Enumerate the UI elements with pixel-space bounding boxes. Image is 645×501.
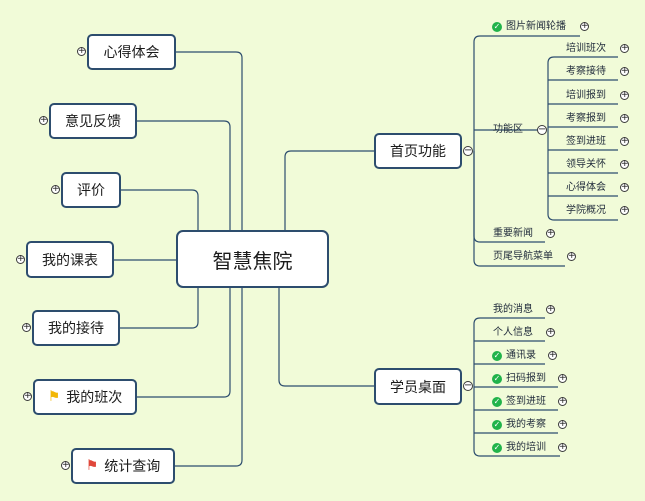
topic-my-class[interactable]: ⚑ 我的班次 — [33, 379, 137, 415]
function-item[interactable]: 培训报到 — [566, 90, 606, 101]
topic-label: 评价 — [77, 183, 105, 199]
desk-item[interactable]: ✓ 扫码报到 — [492, 373, 546, 384]
topic-feedback[interactable]: 意见反馈 — [49, 103, 137, 139]
topic-reception[interactable]: 我的接待 — [32, 310, 120, 346]
topic-label: 统计查询 — [104, 459, 161, 475]
expand-icon[interactable]: + — [558, 396, 567, 406]
subtopic-label: 图片新闻轮播 — [506, 21, 566, 32]
function-item[interactable]: 心得体会 — [566, 182, 606, 193]
expand-icon[interactable]: + — [39, 115, 48, 125]
expand-icon[interactable]: + — [620, 113, 629, 123]
collapse-icon[interactable]: − — [463, 380, 473, 391]
function-item[interactable]: 培训班次 — [566, 43, 606, 54]
topic-xinde[interactable]: 心得体会 — [87, 34, 176, 70]
expand-icon[interactable]: + — [51, 184, 60, 194]
subtopic-news-carousel[interactable]: ✓ 图片新闻轮播 — [492, 19, 566, 35]
subtopic-function-area[interactable]: 功能区 — [493, 122, 523, 138]
expand-icon[interactable]: + — [16, 254, 25, 264]
desk-item[interactable]: ✓ 签到进班 — [492, 396, 546, 407]
check-icon: ✓ — [492, 374, 502, 384]
expand-icon[interactable]: + — [567, 251, 576, 261]
topic-label: 我的接待 — [48, 321, 104, 337]
topic-schedule[interactable]: 我的课表 — [26, 241, 114, 278]
function-item[interactable]: 学院概况 — [566, 205, 606, 216]
expand-icon[interactable]: + — [23, 391, 32, 401]
check-icon: ✓ — [492, 397, 502, 407]
expand-icon[interactable]: + — [546, 228, 555, 238]
flag-red-icon: ⚑ — [85, 458, 99, 474]
expand-icon[interactable]: + — [620, 136, 629, 146]
function-item[interactable]: 考察接待 — [566, 66, 606, 77]
collapse-icon[interactable]: − — [463, 145, 473, 156]
subtopic-label: 功能区 — [493, 124, 523, 135]
expand-icon[interactable]: + — [546, 304, 555, 314]
subtopic-footer-menu[interactable]: 页尾导航菜单 — [493, 249, 553, 265]
function-item[interactable]: 签到进班 — [566, 136, 606, 147]
expand-icon[interactable]: + — [548, 350, 557, 360]
expand-icon[interactable]: + — [620, 205, 629, 215]
check-icon: ✓ — [492, 351, 502, 361]
topic-label: 我的班次 — [66, 390, 123, 406]
topic-home-functions[interactable]: 首页功能 — [374, 133, 462, 169]
expand-icon[interactable]: + — [580, 21, 589, 31]
subtopic-label: 重要新闻 — [493, 228, 533, 239]
subtopic-important-news[interactable]: 重要新闻 — [493, 226, 533, 242]
central-topic[interactable]: 智慧焦院 — [176, 230, 329, 288]
expand-icon[interactable]: + — [620, 43, 629, 53]
expand-icon[interactable]: + — [620, 182, 629, 192]
function-item[interactable]: 领导关怀 — [566, 159, 606, 170]
desk-item[interactable]: ✓ 通讯录 — [492, 350, 536, 361]
expand-icon[interactable]: + — [620, 90, 629, 100]
topic-statistics[interactable]: ⚑ 统计查询 — [71, 448, 175, 484]
topic-label: 心得体会 — [103, 45, 160, 61]
expand-icon[interactable]: + — [61, 460, 70, 470]
expand-icon[interactable]: + — [546, 327, 555, 337]
topic-student-desk[interactable]: 学员桌面 — [374, 368, 462, 405]
subtopic-label: 页尾导航菜单 — [493, 251, 553, 262]
expand-icon[interactable]: + — [77, 46, 86, 56]
expand-icon[interactable]: + — [558, 442, 567, 452]
desk-item[interactable]: ✓ 我的考察 — [492, 419, 546, 430]
desk-item[interactable]: ✓ 我的培训 — [492, 442, 546, 453]
topic-label: 我的课表 — [42, 252, 98, 269]
topic-label: 意见反馈 — [65, 114, 121, 130]
collapse-icon[interactable]: − — [537, 124, 547, 135]
topic-label: 学员桌面 — [390, 379, 446, 396]
desk-item[interactable]: 我的消息 — [493, 304, 533, 315]
topic-label: 首页功能 — [390, 144, 446, 160]
check-icon: ✓ — [492, 443, 502, 453]
check-icon: ✓ — [492, 420, 502, 430]
expand-icon[interactable]: + — [558, 373, 567, 383]
expand-icon[interactable]: + — [558, 419, 567, 429]
central-topic-label: 智慧焦院 — [212, 248, 293, 273]
flag-yellow-icon: ⚑ — [47, 389, 61, 405]
check-icon: ✓ — [492, 22, 502, 32]
expand-icon[interactable]: + — [620, 159, 629, 169]
function-item[interactable]: 考察报到 — [566, 113, 606, 124]
topic-evaluation[interactable]: 评价 — [61, 172, 121, 208]
desk-item[interactable]: 个人信息 — [493, 327, 533, 338]
expand-icon[interactable]: + — [22, 322, 31, 332]
expand-icon[interactable]: + — [620, 66, 629, 76]
